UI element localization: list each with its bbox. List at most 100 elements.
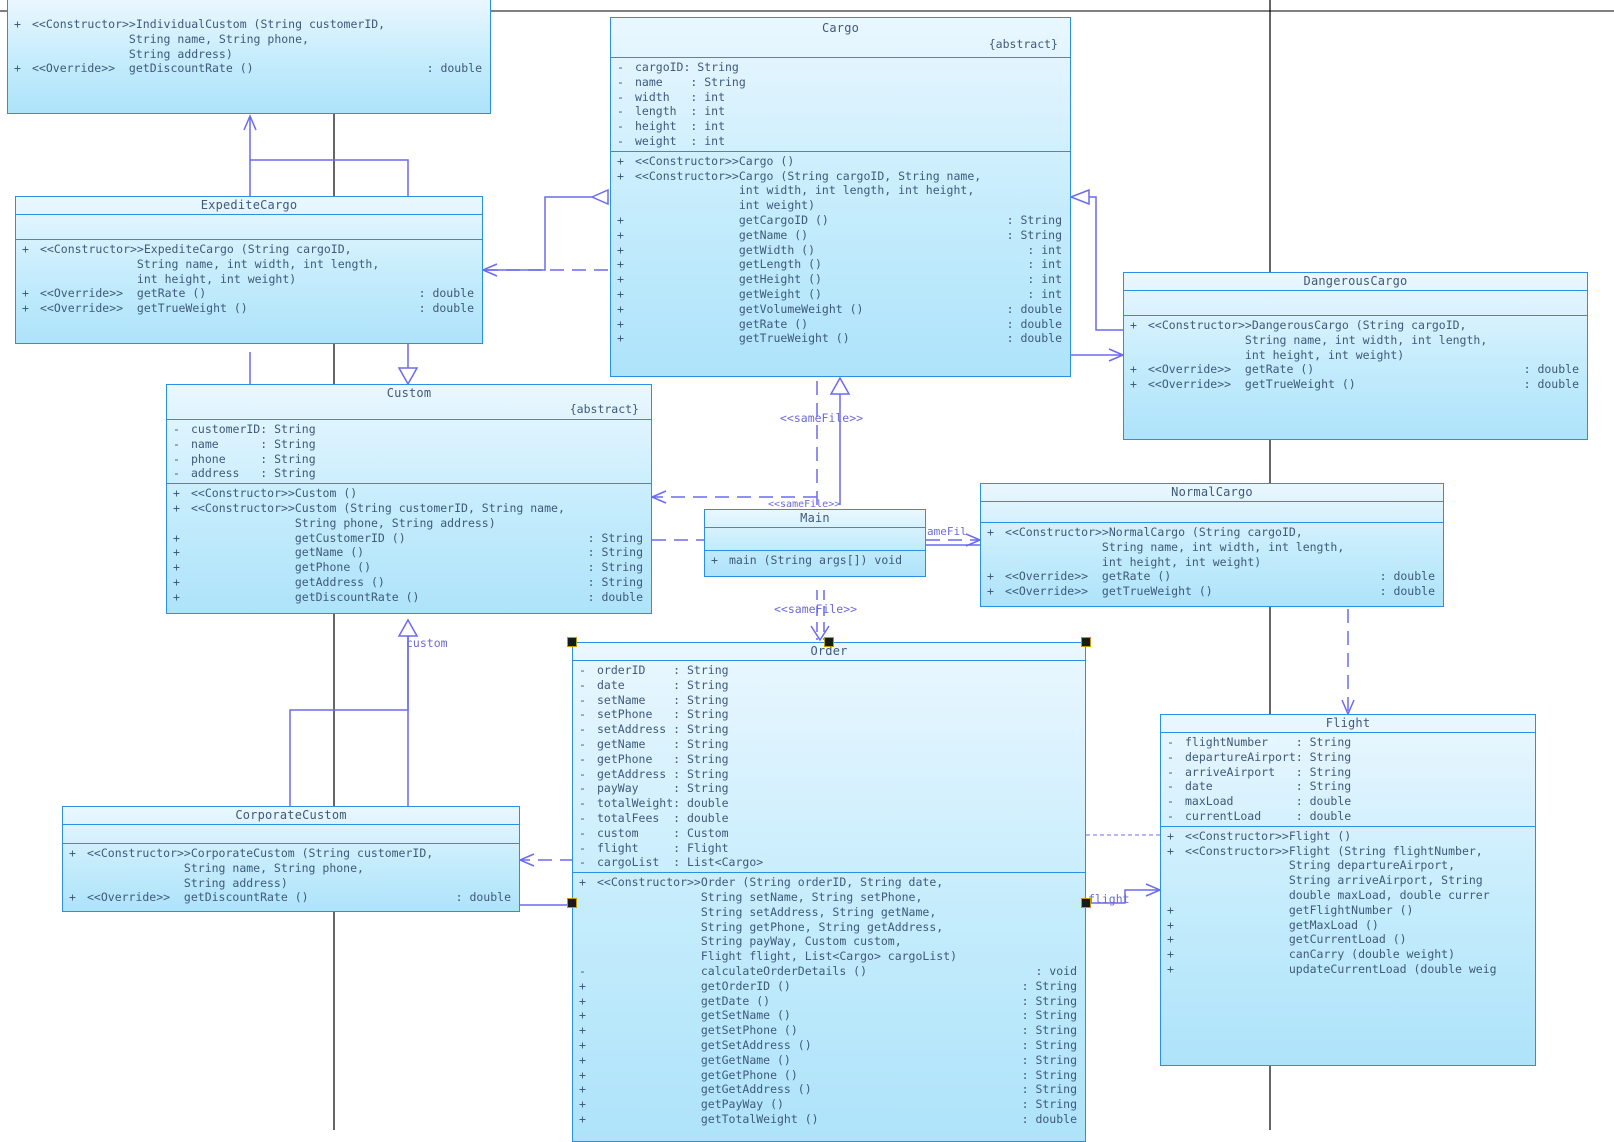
member-row: + getWidth (): int (611, 243, 1070, 258)
label-flight-role: flight (1088, 892, 1130, 906)
member-row: -flightNumber : String (1161, 735, 1535, 750)
visibility-marker (22, 257, 40, 272)
member-row: + getGetPhone (): String (573, 1068, 1085, 1083)
member-type (917, 553, 925, 568)
visibility-marker: + (617, 212, 624, 227)
selection-handle-top-left[interactable] (567, 637, 577, 647)
member-row: +<<Override>> getRate (): double (16, 286, 482, 301)
member-text: height : int (635, 119, 726, 134)
visibility-marker: - (173, 436, 180, 451)
class-cargo[interactable]: Cargo {abstract} -cargoID: String-name :… (610, 17, 1071, 377)
member-text: int width, int length, int height, (635, 183, 975, 198)
member-text: <<Override>> getRate () (1148, 362, 1315, 377)
member-row: +<<Constructor>>Custom (String customerI… (167, 501, 651, 516)
member-text: weight : int (635, 133, 726, 148)
member-text: <<Constructor>>Cargo (String cargoID, St… (635, 168, 982, 183)
member-type (1527, 809, 1535, 824)
member-type (1077, 752, 1085, 767)
edge-expedite-individual-2 (250, 159, 409, 196)
cargo-attrs: -cargoID: String-name : String-width : i… (611, 57, 1070, 151)
class-main[interactable]: Main +main (String args[]) void (704, 509, 926, 577)
visibility-marker (22, 272, 40, 287)
member-type (1527, 962, 1535, 977)
member-type: : String (1021, 1023, 1077, 1038)
member-text: getSetAddress () (597, 1037, 812, 1052)
visibility-marker: + (22, 301, 29, 316)
selection-handle-top-right[interactable] (1081, 637, 1091, 647)
visibility-marker: - (579, 825, 586, 840)
visibility-marker (987, 540, 1005, 555)
class-individual-custom[interactable]: +<<Constructor>>IndividualCustom (String… (7, 0, 491, 114)
member-row: String address) (63, 876, 519, 891)
member-text: <<Override>> getDiscountRate () (87, 890, 309, 905)
visibility-marker: + (173, 589, 180, 604)
class-normal-cargo[interactable]: NormalCargo +<<Constructor>>NormalCargo … (980, 483, 1444, 607)
visibility-marker (14, 32, 32, 47)
member-text: custom : Custom (597, 825, 729, 840)
class-corporate-custom[interactable]: CorporateCustom +<<Constructor>>Corporat… (62, 806, 520, 912)
selection-handle-mid-right[interactable] (1081, 898, 1091, 908)
member-row: -payWay : String (573, 781, 1085, 796)
member-text: getDate () (597, 993, 771, 1008)
member-type (1527, 947, 1535, 962)
visibility-marker (579, 905, 597, 920)
visibility-marker: - (1167, 735, 1174, 749)
member-row: String setName, String setPhone, (573, 890, 1085, 905)
member-text: totalWeight: double (597, 796, 729, 811)
member-text: main (String args[]) void (729, 553, 903, 567)
visibility-marker: + (579, 1097, 586, 1112)
member-type (482, 17, 490, 32)
member-row: -setName : String (573, 693, 1085, 708)
class-flight[interactable]: Flight -flightNumber : String-departureA… (1160, 714, 1536, 1066)
member-type: : String (587, 530, 643, 545)
member-type (1077, 875, 1085, 890)
member-text: address : String (191, 466, 316, 481)
visibility-marker: + (14, 17, 21, 31)
member-row: String name, int width, int length, (16, 257, 482, 272)
visibility-marker: - (1167, 808, 1174, 823)
visibility-marker (1167, 888, 1185, 903)
member-type (1527, 794, 1535, 809)
class-expedite-cargo[interactable]: ExpediteCargo +<<Constructor>>ExpediteCa… (15, 196, 483, 344)
visibility-marker: + (579, 1008, 586, 1023)
class-name-cargo: Cargo (821, 21, 860, 35)
visibility-marker: + (579, 1111, 586, 1126)
visibility-marker: - (617, 104, 624, 119)
class-name-dangerous: DangerousCargo (1303, 274, 1408, 288)
visibility-marker: - (617, 74, 624, 89)
member-type: : double (426, 61, 482, 76)
class-order[interactable]: Order -orderID : String-date : String-se… (572, 642, 1086, 1142)
member-type (1062, 75, 1070, 90)
member-text: totalFees : double (597, 810, 729, 825)
visibility-marker: - (1167, 779, 1174, 794)
member-text: currentLoad : double (1185, 808, 1352, 823)
visibility-marker: + (579, 993, 586, 1008)
member-text: String name, String phone, (32, 31, 309, 46)
class-dangerous-cargo[interactable]: DangerousCargo +<<Constructor>>Dangerous… (1123, 272, 1588, 440)
member-row: + getDiscountRate (): double (167, 590, 651, 605)
member-text: departureAirport: String (1185, 749, 1352, 764)
visibility-marker (14, 47, 32, 62)
normal-attrs (981, 501, 1443, 522)
individual-ops: +<<Constructor>>IndividualCustom (String… (8, 0, 490, 78)
visibility-marker: + (173, 545, 180, 560)
selection-handle-top-mid[interactable] (824, 637, 834, 647)
class-custom[interactable]: Custom {abstract} -customerID: String-na… (166, 384, 652, 614)
member-text: calculateOrderDetails () (597, 963, 868, 978)
member-text: Flight flight, List<Cargo> cargoList) (597, 949, 958, 964)
dangerous-ops: +<<Constructor>>DangerousCargo (String c… (1124, 315, 1587, 394)
member-type (1527, 932, 1535, 947)
visibility-marker: + (1167, 828, 1174, 843)
member-type (1077, 811, 1085, 826)
selection-handle-mid-left[interactable] (567, 898, 577, 908)
visibility-marker: - (617, 60, 624, 74)
member-type (1077, 767, 1085, 782)
member-text: flight : Flight (597, 840, 729, 855)
visibility-marker: + (617, 242, 624, 257)
member-type (643, 516, 651, 531)
member-type (1077, 934, 1085, 949)
member-type (1435, 540, 1443, 555)
visibility-marker: + (617, 316, 624, 331)
visibility-marker: - (1167, 764, 1174, 779)
member-text: String setName, String setPhone, (597, 889, 923, 904)
